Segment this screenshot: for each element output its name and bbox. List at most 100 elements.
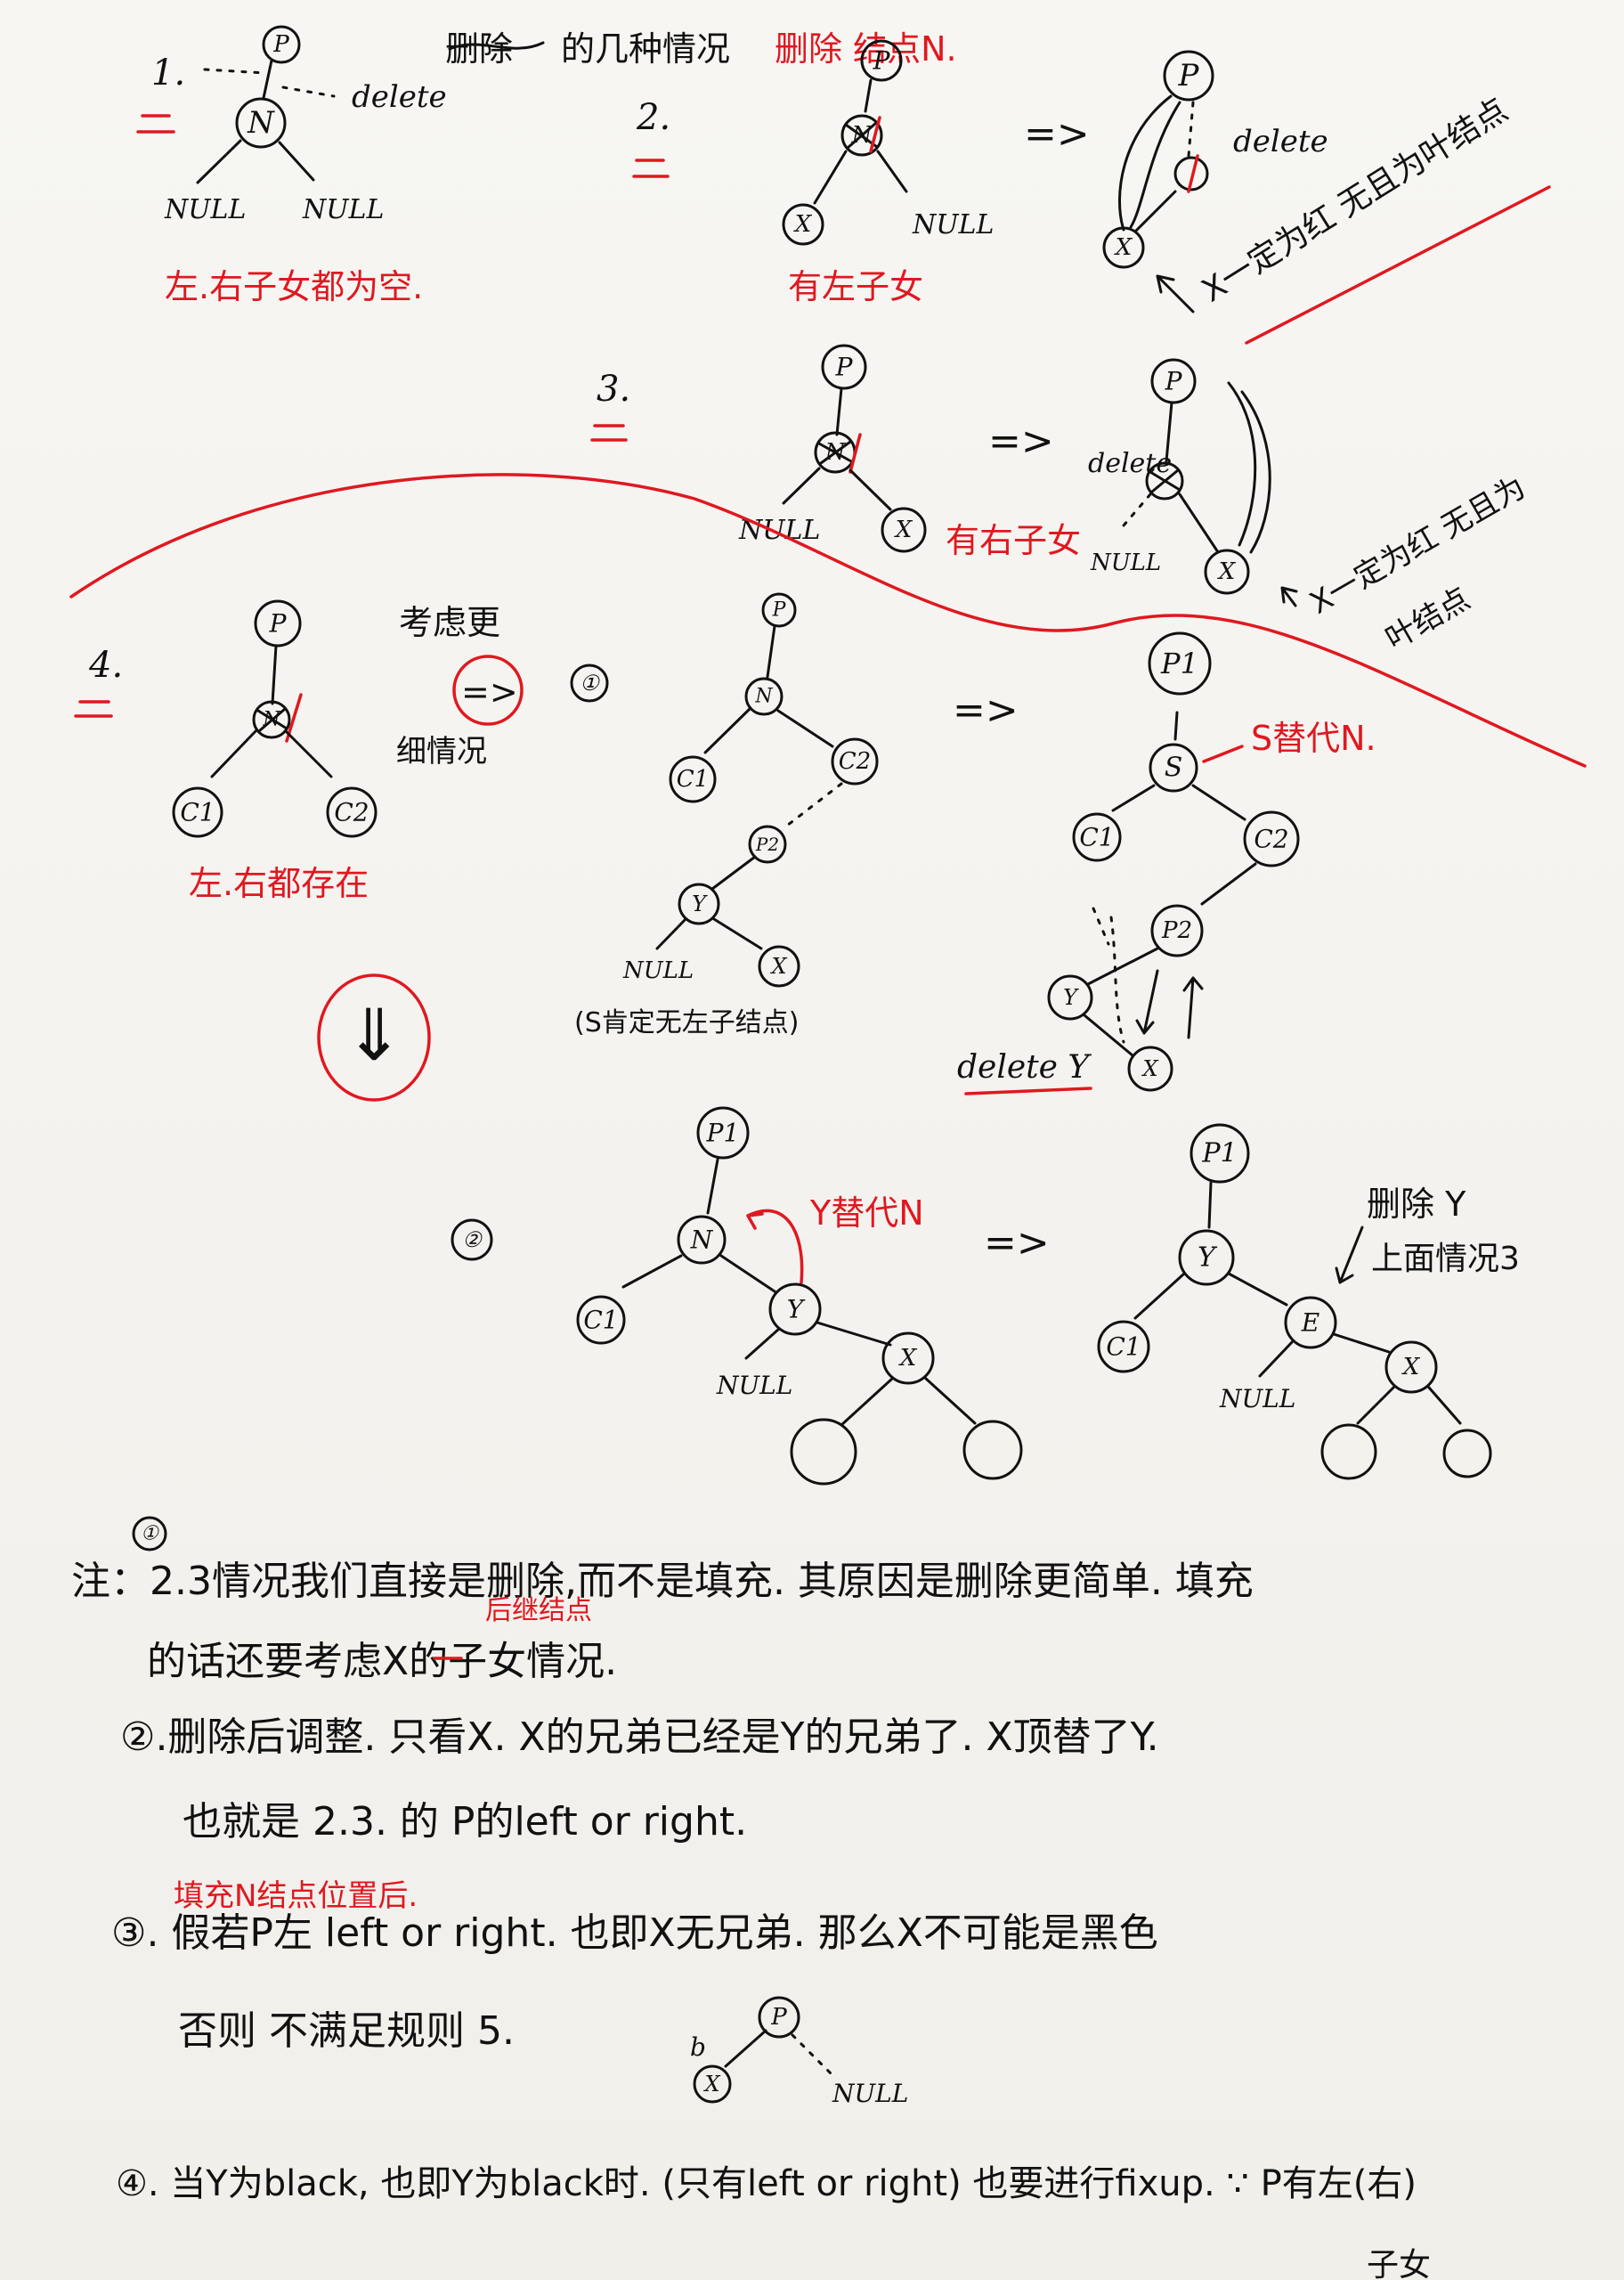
sub2-edges-y <box>744 1321 892 1360</box>
case2-edges <box>813 150 908 205</box>
subcase-1: ① P N C1 C2 P2 Y NULL X (S肯定无左子结点) => P1… <box>570 592 1376 1095</box>
case3-after-edge <box>1165 401 1173 463</box>
sub2-after-edges <box>1133 1272 1288 1320</box>
case3-note1: X一定为红 无且为 <box>1304 469 1532 622</box>
case3-after-null: NULL <box>1090 550 1161 576</box>
sub2-after-node-y <box>1178 1229 1235 1286</box>
note1-line1: 注：2.3情况我们直接是删除,而不是填充. 其原因是删除更简单. 填充 <box>71 1559 1254 1604</box>
case4-caption: 左.右都存在 <box>189 864 369 903</box>
case2-after-node-x <box>1102 226 1145 269</box>
red-divider <box>69 473 1587 768</box>
case4-n-cross <box>256 707 288 732</box>
case3-after-node-n <box>1145 461 1184 501</box>
sub2-marker: ② <box>462 1227 483 1252</box>
sub2-c1: C1 <box>583 1306 618 1335</box>
case2-red-underline <box>1245 185 1551 345</box>
case1-underline <box>136 114 175 134</box>
case3-underline <box>590 424 628 442</box>
sub2-node-x <box>881 1331 935 1385</box>
note3-edge-null <box>791 2033 834 2077</box>
case3-after-edge-x <box>1178 493 1220 554</box>
sub1-edge-p2y <box>710 855 757 891</box>
case4-node-p <box>254 599 302 647</box>
case2-underline <box>632 159 670 178</box>
note3-p: P <box>770 2004 787 2031</box>
case3-after-null-edge <box>1122 493 1152 527</box>
sub2-edges <box>621 1254 776 1293</box>
sub1-after-up-arrow-2 <box>1182 976 1204 1039</box>
sub2-p1: P1 <box>706 1119 740 1148</box>
sub2-node-n <box>677 1215 727 1265</box>
sub2-after-edges-x <box>1356 1386 1462 1425</box>
sub1-c2: C2 <box>839 748 871 775</box>
note3-node-x <box>693 2064 732 2104</box>
case2-x: X <box>793 211 813 238</box>
case3-node-p <box>821 344 867 390</box>
sub2-after-node-x <box>1384 1340 1438 1394</box>
case3-after-curve-1 <box>1227 381 1257 547</box>
note3-line1: ③. 假若P左 left or right. 也即X无兄弟. 那么X不可能是黑色 <box>111 1910 1158 1956</box>
note3-edge <box>724 2029 767 2068</box>
sub2-x: X <box>898 1345 918 1372</box>
sub2-after-x: X <box>1401 1354 1421 1380</box>
note3-null: NULL <box>832 2079 908 2108</box>
case4-node-c2 <box>326 786 378 838</box>
case1-null-right: NULL <box>302 194 384 225</box>
sub1-after-c1: C1 <box>1079 823 1114 852</box>
case2-node-n <box>840 114 883 157</box>
header-strike: 删除 <box>445 29 513 69</box>
case-3: 3. P N NULL X 有右子女 => P delete NULL X X一… <box>590 344 1532 657</box>
case4-node-n <box>252 700 291 739</box>
case2-after-red-mark <box>1187 154 1199 193</box>
case1-number: 1. <box>151 53 185 94</box>
case2-node-p <box>860 39 903 82</box>
sub1-edges <box>703 707 834 754</box>
case4-down-arrow: ⇓ <box>344 994 403 1077</box>
case4-consider2: 细情况 <box>396 734 487 770</box>
case4-edge-pn <box>271 644 278 705</box>
sub1-node-c1 <box>669 755 717 803</box>
sub1-s-label: S替代N. <box>1251 719 1376 758</box>
case2-after-curve-1 <box>1118 94 1173 232</box>
sub1-n: N <box>754 686 773 708</box>
sub1-after-edges <box>1111 784 1246 821</box>
case2-edge-pn <box>864 78 873 113</box>
sub2-leaf-right <box>962 1420 1023 1480</box>
case2-null: NULL <box>912 209 994 240</box>
sub1-after-y: Y <box>1063 985 1079 1010</box>
sub1-after-node-c1 <box>1072 812 1122 862</box>
sub1-edges-y <box>655 917 763 950</box>
sub2-edges-x <box>840 1377 977 1427</box>
case1-edge-dotted <box>203 68 267 75</box>
sub1-node-p <box>761 592 797 628</box>
sub2-after-node-e <box>1284 1296 1337 1349</box>
sub1-after-node-p2 <box>1150 904 1204 957</box>
case1-n: N <box>247 105 275 141</box>
case4-consider-arrow: => <box>461 672 518 712</box>
sub2-after-edge-1 <box>1207 1181 1213 1229</box>
sub2-y-label: Y替代N <box>809 1193 924 1233</box>
sub1-after-x: X <box>1141 1056 1158 1081</box>
note3-x: X <box>702 2072 720 2097</box>
case4-p: P <box>269 609 288 639</box>
case2-caption: 有左子女 <box>788 267 923 306</box>
case2-after-dotted <box>1187 101 1195 158</box>
sub2-red-arrow <box>746 1209 804 1284</box>
case3-edge-pn <box>835 387 843 436</box>
sub2-note-arrow <box>1335 1226 1364 1284</box>
case1-p: P <box>272 31 289 58</box>
sub1-node-x <box>758 945 800 988</box>
case3-after-p: P <box>1165 367 1183 396</box>
sub1-after-p1: P1 <box>1160 647 1198 680</box>
sub1-after-node-s <box>1149 743 1198 793</box>
sub1-after-dotted <box>1092 907 1110 946</box>
note1-marker: ① <box>141 1523 159 1545</box>
case1-edge-delete <box>281 86 336 98</box>
sub1-after-edge-y <box>1086 947 1159 986</box>
sub2-after-p1: P1 <box>1201 1138 1237 1169</box>
sub1-node-p2 <box>748 825 787 864</box>
sub2-arrow: => <box>984 1220 1050 1266</box>
sub1-p: P <box>772 599 787 622</box>
case2-after-node-p <box>1163 50 1214 102</box>
